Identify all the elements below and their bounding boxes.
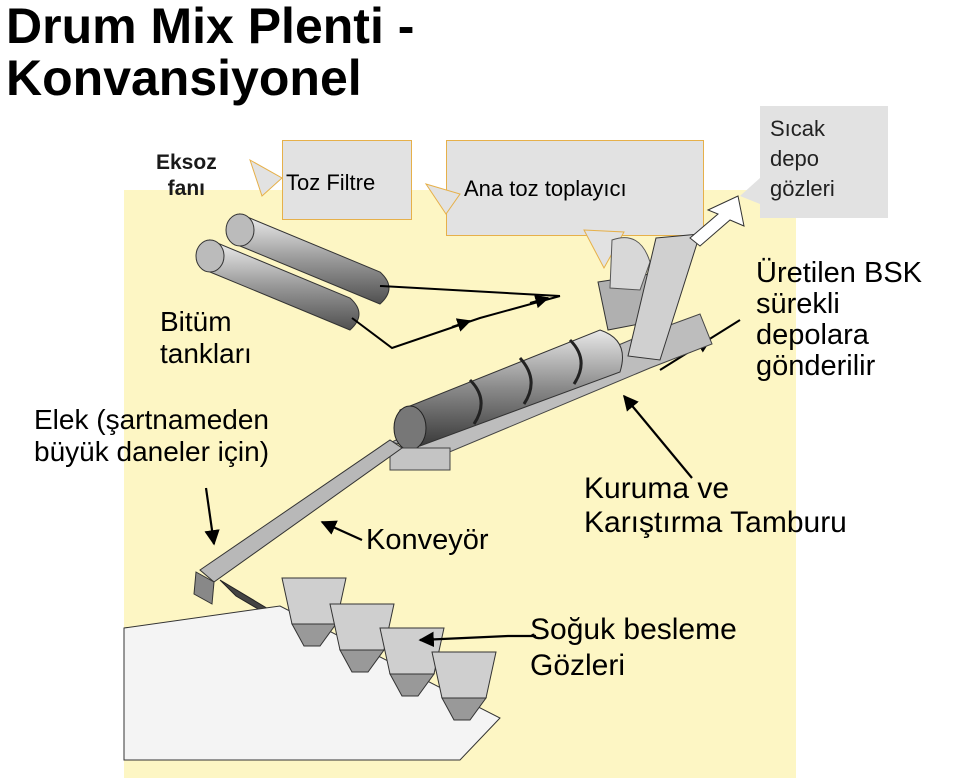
ana-toz-label: Ana toz toplayıcı: [464, 176, 627, 201]
title-line-1: Drum Mix Plenti -: [6, 0, 415, 54]
toz-filtre-label: Toz Filtre: [286, 170, 376, 195]
title-line-2: Konvansiyonel: [6, 50, 362, 106]
sicak-depo-box: [760, 106, 888, 218]
eksoz-fani-label: Eksoz fanı: [156, 150, 217, 202]
sicak-line-2: depo: [770, 146, 819, 171]
eksoz-line-1: Eksoz: [156, 151, 217, 174]
kuruma-line-1: Kuruma ve: [584, 472, 730, 505]
hot-elevator: [627, 195, 745, 361]
uretilen-line-2: sürekli: [756, 288, 840, 320]
eksoz-line-2: fanı: [167, 177, 206, 200]
elek-line-2: büyük daneler için): [34, 436, 270, 467]
bin-2: [329, 603, 395, 673]
callout-arrows: [204, 394, 693, 648]
soguk-line-1: Soğuk besleme: [530, 613, 737, 646]
elek-line-1: Elek (şartnameden: [34, 404, 270, 435]
sicak-line-1: Sıcak: [770, 116, 826, 141]
bin-1: [281, 577, 347, 647]
bitumen-tanks: [195, 213, 390, 331]
konveyor-label: Konveyör: [366, 524, 489, 556]
bitum-tanklari-label: Bitüm tankları: [160, 306, 252, 370]
eksoz-pointer: [249, 158, 283, 197]
uretilen-line-3: depolara: [756, 319, 869, 351]
page-title: Drum Mix Plenti - Konvansiyonel: [6, 0, 414, 104]
kuruma-arrow: [623, 394, 693, 479]
elek-label: Elek (şartnameden büyük daneler için): [34, 404, 269, 468]
konveyor-arrow: [320, 520, 363, 542]
kuruma-line-2: Karıştırma Tamburu: [584, 506, 847, 539]
soguk-besleme-label: Soğuk besleme Gözleri: [530, 612, 737, 684]
uretilen-line-4: gönderilir: [756, 350, 876, 382]
sicak-line-3: gözleri: [770, 176, 835, 201]
ana-toz-box: [446, 140, 704, 236]
uretilen-bsk-label: Üretilen BSK sürekli depolara gönderilir: [756, 258, 922, 382]
toz-filtre-box: [282, 140, 412, 220]
elek-arrow: [204, 487, 220, 546]
sicak-depo-label: Sıcak depo gözleri: [770, 114, 835, 204]
kuruma-label: Kuruma ve Karıştırma Tamburu: [584, 472, 847, 540]
bin-4: [431, 651, 497, 721]
bitum-line-2: tankları: [160, 338, 252, 369]
elevator-up-arrow: [689, 195, 745, 247]
uretilen-line-1: Üretilen BSK: [756, 257, 923, 289]
sicak-pointer: [740, 178, 760, 204]
bitum-line-1: Bitüm: [160, 306, 232, 337]
soguk-arrow: [418, 631, 536, 648]
soguk-line-2: Gözleri: [530, 649, 626, 682]
cold-feed-bins: [123, 577, 501, 761]
ana-toz-pointer: [424, 183, 461, 215]
